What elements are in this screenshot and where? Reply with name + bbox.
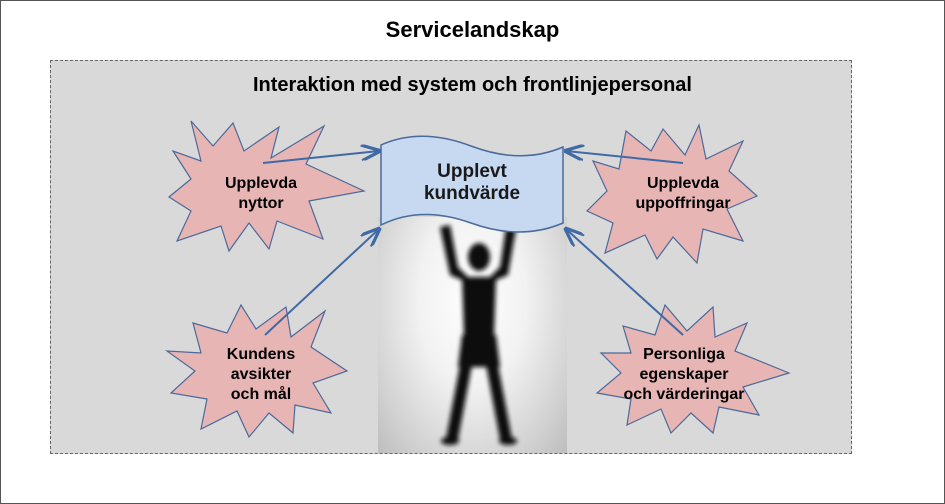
arrow-bottom-right (566, 229, 684, 336)
burst-shape-top-right (585, 123, 759, 265)
burst-top-left-line2: nyttor (238, 195, 284, 212)
burst-top-right-line2: uppoffringar (635, 195, 731, 212)
burst-shape-bottom-right (595, 303, 791, 435)
burst-label-top-left: Upplevda nyttor (191, 174, 331, 214)
burst-label-bottom-left: Kundens avsikter och mål (191, 345, 331, 405)
value-banner-shape (380, 135, 564, 233)
burst-bottom-right-line3: och värderingar (623, 386, 745, 403)
burst-shape-bottom-left (164, 303, 349, 439)
silhouette-icon (440, 225, 517, 445)
center-value-label: Upplevt kundvärde (381, 161, 563, 205)
burst-bottom-left-line1: Kundens (226, 346, 296, 363)
center-label-line1: Upplevt (437, 161, 507, 182)
burst-shape-top-left (167, 120, 366, 253)
burst-bottom-right-line1: Personliga (643, 346, 725, 363)
panel-subtitle: Interaktion med system och frontlinjeper… (253, 74, 692, 96)
burst-bottom-right-line2: egenskaper (639, 366, 729, 383)
burst-label-top-right: Upplevda uppoffringar (603, 174, 763, 214)
slide-title: Servicelandskap (385, 17, 560, 42)
burst-top-right-line1: Upplevda (646, 175, 719, 192)
burst-bottom-left-line2: avsikter (230, 366, 292, 383)
arrow-bottom-left (264, 229, 379, 336)
burst-bottom-left-line3: och mål (230, 386, 292, 403)
burst-label-bottom-right: Personliga egenskaper och värderingar (599, 345, 769, 405)
arrow-top-left (262, 151, 379, 164)
person-silhouette-image (378, 217, 567, 453)
center-label-line2: kundvärde (423, 183, 521, 204)
burst-top-left-line1: Upplevda (224, 175, 297, 192)
arrow-top-right (566, 151, 684, 164)
